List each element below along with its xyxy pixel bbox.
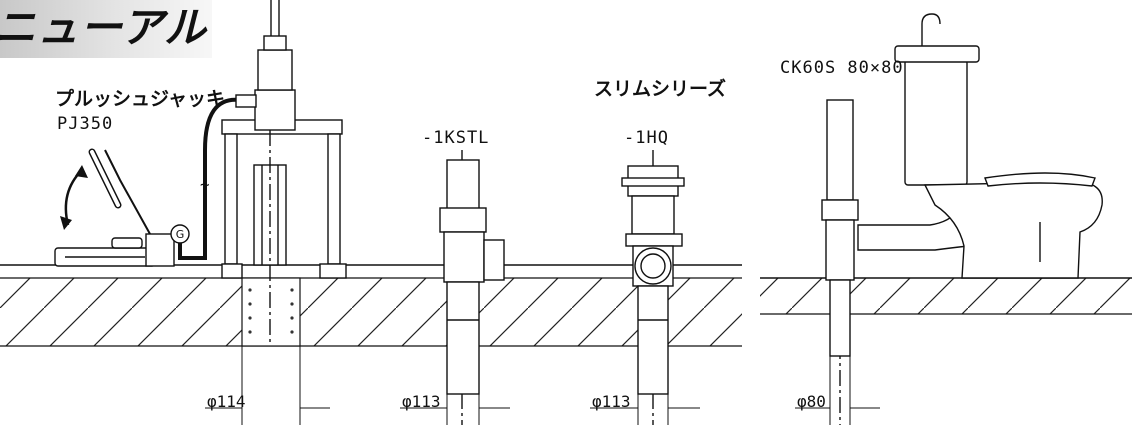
dimension-label-114: φ114 [207,392,246,411]
title-banner [0,0,212,58]
toilet-model-label: CK60S 80×80 [780,58,904,78]
dimension-label-80: φ80 [797,392,826,411]
fitting-1hq-label: -1HQ [624,128,669,148]
dimension-label-113-b: φ113 [592,392,631,411]
toilet-system [821,13,1103,425]
slim-series-label: スリムシリーズ [594,78,727,100]
swing-arrow [60,165,88,230]
dimension-lines [205,346,880,425]
jack-model-label: PJ350 [57,114,114,134]
break-mark: ~ [200,175,210,194]
fitting-1kstl [439,150,505,425]
page-title: ニューアル [0,3,207,52]
fitting-1hq [621,150,685,425]
fitting-1kstl-label: -1KSTL [422,128,490,148]
push-jack-pump: G ~ [54,97,241,267]
gauge-label: G [176,228,185,241]
jack-name-label: プルッシュジャッキ [55,88,226,110]
jack-frame [221,0,347,346]
dimension-label-113-a: φ113 [402,392,441,411]
ground-section [0,264,1132,347]
